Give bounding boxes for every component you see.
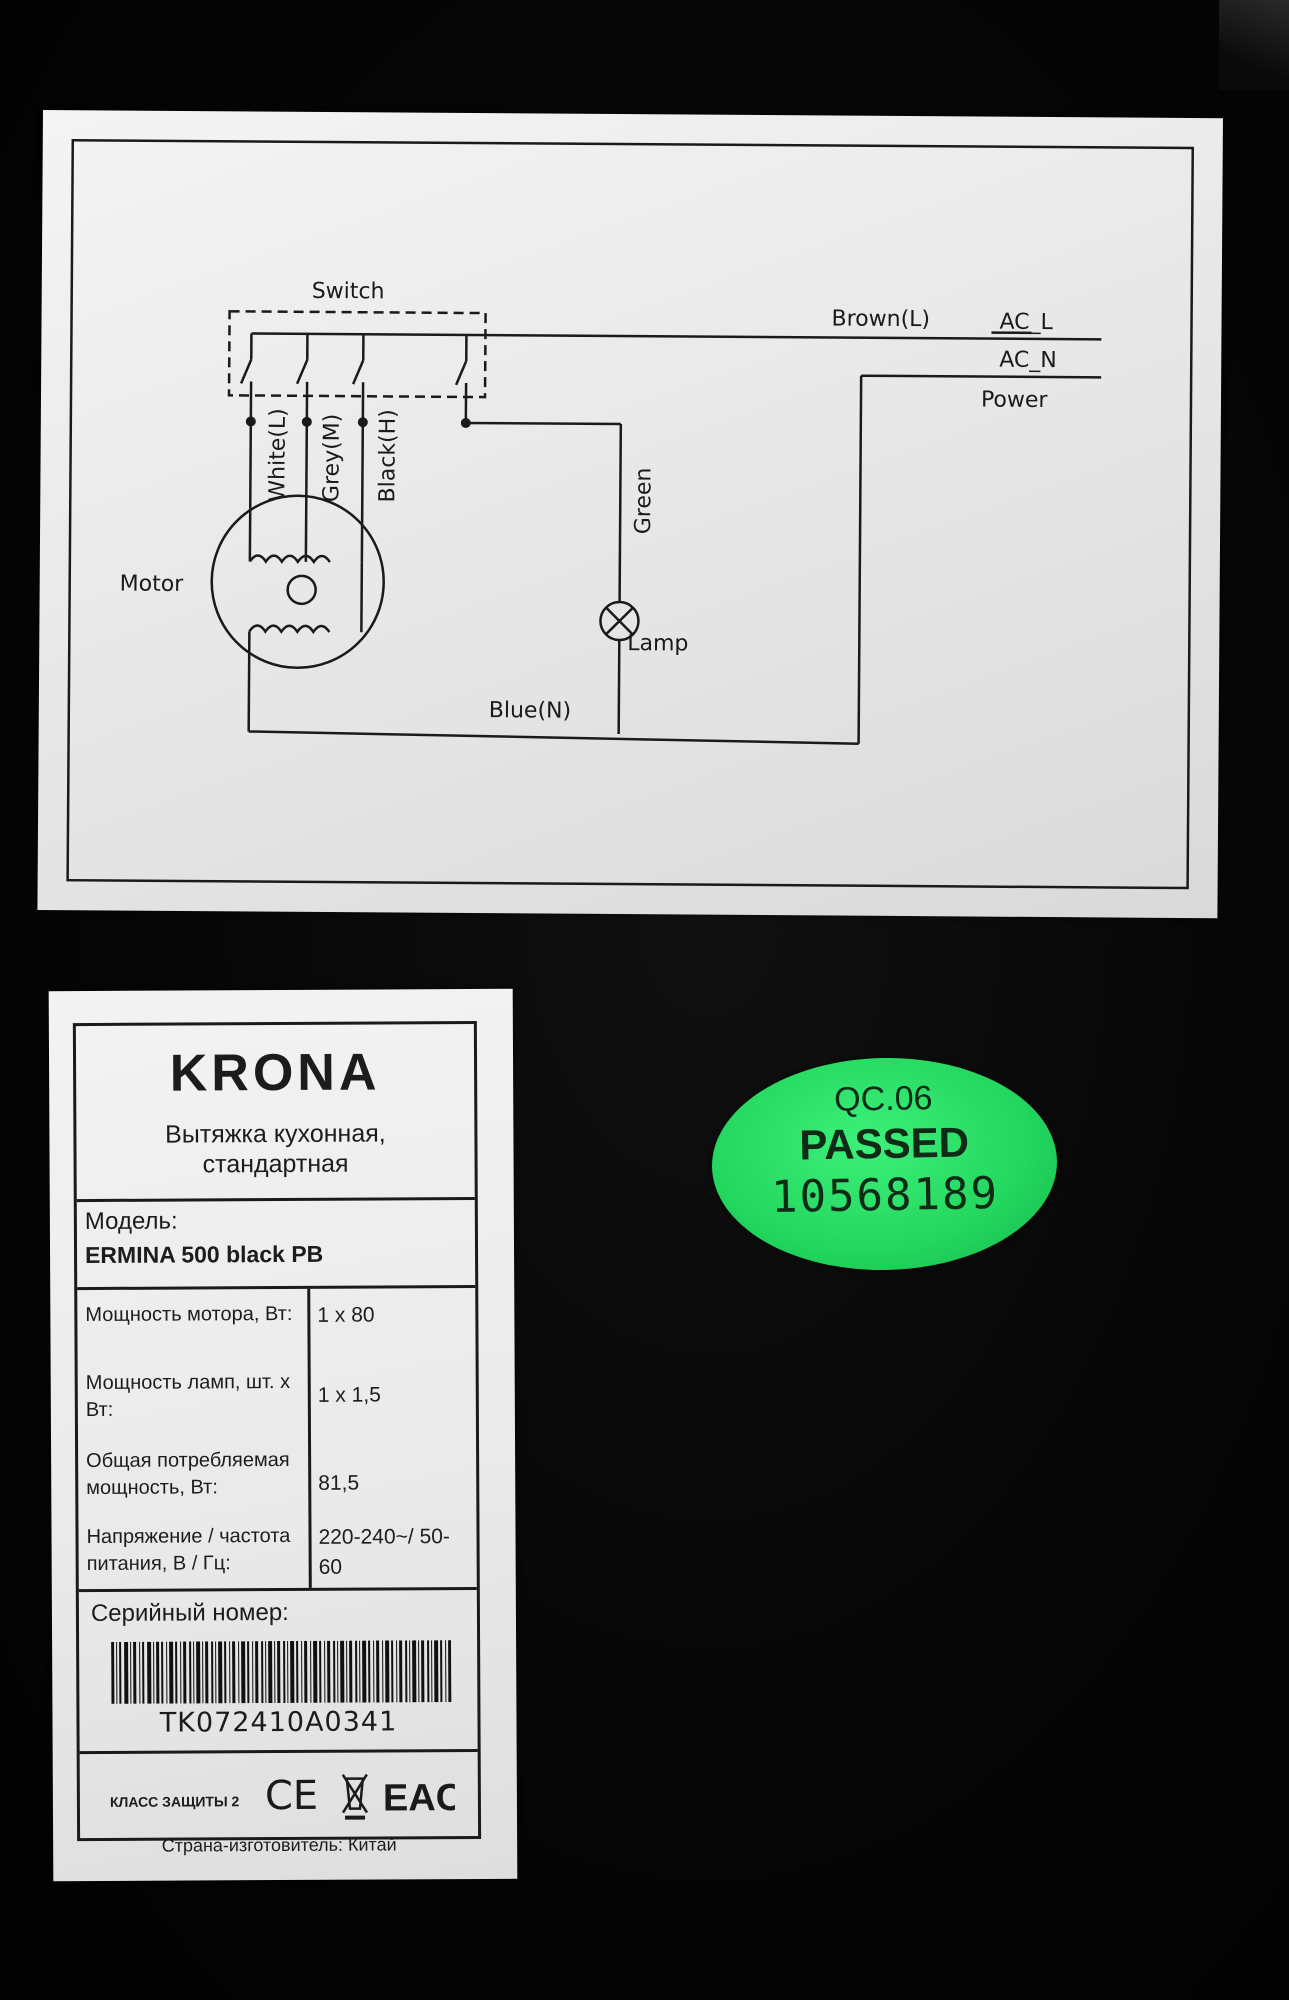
switch-label: Switch [312, 279, 385, 305]
country-of-origin: Страна-изготовитель: Китай [161, 1834, 397, 1856]
barcode [111, 1640, 452, 1704]
qc-code: QC.06 [833, 1079, 933, 1119]
spec-row: Напряжение / частота питания, В / Гц: 22… [78, 1522, 476, 1579]
model-section: Модель: ERMINA 500 black PB [76, 1199, 476, 1291]
brown-line [251, 332, 1102, 341]
specs-section: Мощность мотора, Вт: 1 x 80 Мощность лам… [77, 1287, 477, 1593]
spec-label: Общая потребляемая мощность, Вт: [86, 1448, 290, 1500]
spec-row: Мощность ламп, шт. x Вт: 1 x 1,5 [78, 1368, 476, 1421]
switch-box [227, 310, 487, 399]
serial-caption: Серийный номер: [90, 1598, 289, 1628]
model-value: ERMINA 500 black PB [84, 1240, 324, 1269]
lamp-label: Lamp [627, 631, 688, 656]
product-type-line2: стандартная [202, 1149, 349, 1179]
eac-mark: EAC [383, 1777, 455, 1819]
green-wire-label: Green [631, 467, 656, 534]
protection-class: КЛАСС ЗАЩИТЫ 2 [109, 1793, 240, 1810]
qc-number: 10568189 [770, 1168, 1000, 1223]
motor-label: Motor [120, 572, 185, 597]
grey-wire-label: Grey(M) [319, 414, 345, 502]
plate-header: KRONA Вытяжка кухонная, стандартная [75, 1023, 475, 1203]
qc-status: PASSED [798, 1118, 970, 1169]
panel-corner [1219, 0, 1289, 90]
rating-plate: KRONA Вытяжка кухонная, стандартная Моде… [48, 988, 518, 1882]
spec-row: Общая потребляемая мощность, Вт: 81,5 [78, 1446, 476, 1499]
product-type-line1: Вытяжка кухонная, [165, 1119, 386, 1149]
wiring-diagram: Switch Motor White(L) Grey(M) Black(H) G… [66, 138, 1195, 890]
power-label: Power [981, 388, 1049, 413]
certification-section: КЛАСС ЗАЩИТЫ 2 CE EAC Страна-изготовител… [80, 1752, 478, 1856]
specs-divider [307, 1288, 312, 1588]
spec-value: 1 x 1,5 [317, 1383, 381, 1407]
weee-bin-icon [341, 1773, 369, 1820]
spec-label: Мощность мотора, Вт: [85, 1302, 293, 1327]
spec-value: 81,5 [318, 1471, 360, 1495]
brown-wire-label: Brown(L) [831, 307, 930, 333]
wiring-diagram-label: Switch Motor White(L) Grey(M) Black(H) G… [37, 110, 1223, 919]
motor-symbol [210, 494, 385, 670]
spec-value: 1 x 80 [317, 1303, 375, 1327]
ce-mark: CE [265, 1773, 318, 1819]
serial-section: Серийный номер: [78, 1589, 478, 1755]
black-wire-label: Black(H) [375, 409, 401, 502]
diagram-frame [66, 138, 1195, 890]
spec-label: Напряжение / частота питания, В / Гц: [86, 1524, 291, 1576]
serial-number: TK072410A0341 [159, 1706, 398, 1739]
white-wire-label: White(L) [265, 408, 291, 502]
plate-frame: KRONA Вытяжка кухонная, стандартная Моде… [72, 1020, 482, 1856]
spec-value: 220-240~/ 50-60 [318, 1525, 450, 1579]
brand-logo: KRONA [169, 1043, 381, 1103]
ac-n-label: AC_N [999, 348, 1057, 373]
model-caption: Модель: [84, 1207, 178, 1236]
spec-row: Мощность мотора, Вт: 1 x 80 [77, 1300, 475, 1327]
product-type: Вытяжка кухонная, стандартная [76, 1118, 474, 1180]
spec-label: Мощность ламп, шт. x Вт: [85, 1370, 291, 1422]
lamp-symbol [599, 600, 640, 642]
ac-l-label: AC_L [999, 310, 1053, 335]
certification-marks: CE EAC [265, 1773, 455, 1820]
blue-wire-label: Blue(N) [489, 698, 571, 724]
